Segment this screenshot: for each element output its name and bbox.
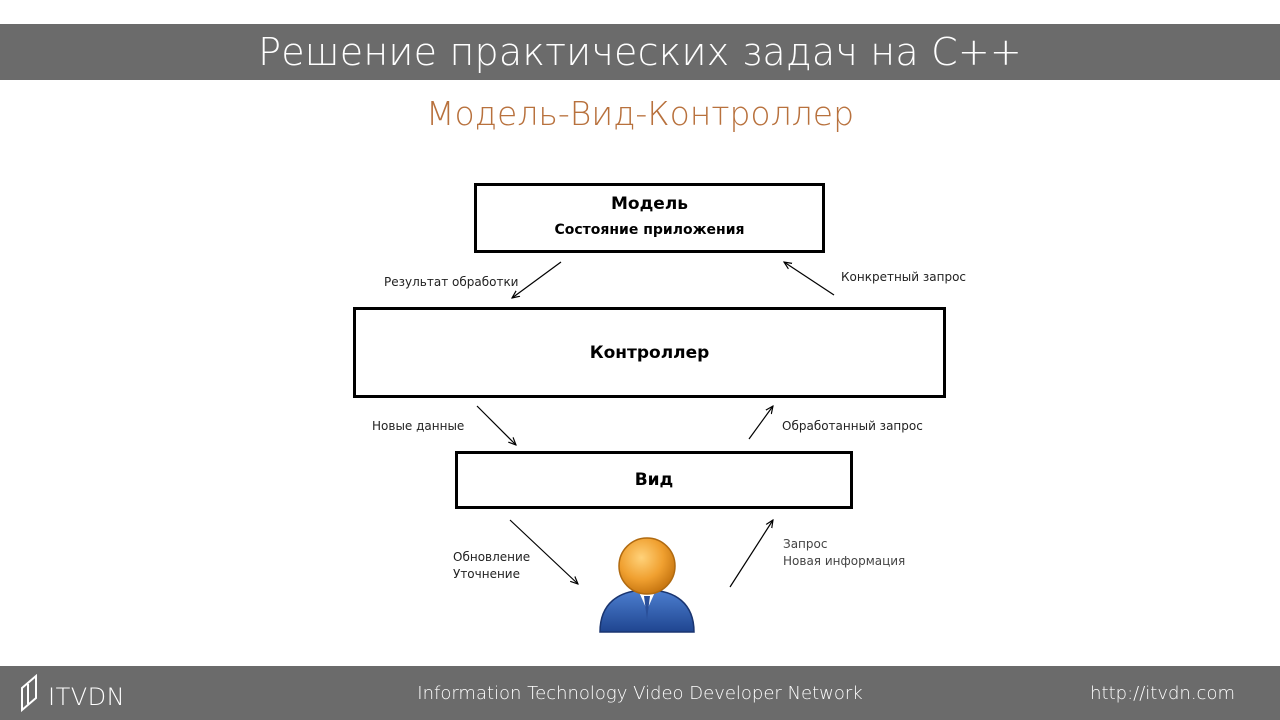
arrow-controller-to-model	[784, 262, 835, 296]
label-query: Запрос Новая информация	[783, 536, 905, 570]
slide-course-title: Решение практических задач на С++	[258, 30, 1022, 74]
label-processed-request: Обработанный запрос	[782, 419, 923, 433]
label-specific-request: Конкретный запрос	[841, 270, 967, 284]
model-subtitle: Состояние приложения	[554, 222, 745, 238]
model-box: Модель Состояние приложения	[474, 183, 825, 253]
footer-bar: ITVDN Information Technology Video Devel…	[0, 666, 1280, 720]
view-title: Вид	[634, 470, 674, 490]
slide-subtitle: Модель-Вид-Контроллер	[425, 94, 855, 133]
label-update-line2: Уточнение	[453, 567, 520, 581]
footer-network-name: Information Technology Video Developer N…	[417, 683, 863, 704]
label-query-line1: Запрос	[783, 537, 828, 551]
arrow-view-to-controller	[748, 406, 773, 440]
label-result: Результат обработки	[384, 275, 519, 289]
label-query-line2: Новая информация	[783, 554, 906, 568]
footer-url: http://itvdn.com	[1090, 683, 1235, 704]
label-update: Обновление Уточнение	[453, 549, 530, 583]
arrow-view-to-user	[509, 519, 578, 584]
itvdn-logo-icon	[21, 674, 37, 713]
model-title: Модель	[610, 194, 689, 214]
controller-box: Контроллер	[353, 307, 946, 398]
view-box: Вид	[455, 451, 853, 509]
itvdn-logo: ITVDN	[18, 674, 128, 714]
label-update-line1: Обновление	[453, 550, 531, 564]
arrow-controller-to-view	[476, 405, 516, 445]
controller-title: Контроллер	[589, 342, 710, 363]
label-new-data: Новые данные	[372, 419, 465, 433]
arrow-model-to-controller	[512, 261, 562, 298]
header-bar: Решение практических задач на С++	[0, 24, 1280, 80]
arrow-user-to-view	[729, 520, 773, 588]
logo-text: ITVDN	[48, 683, 126, 711]
user-icon	[599, 537, 695, 633]
